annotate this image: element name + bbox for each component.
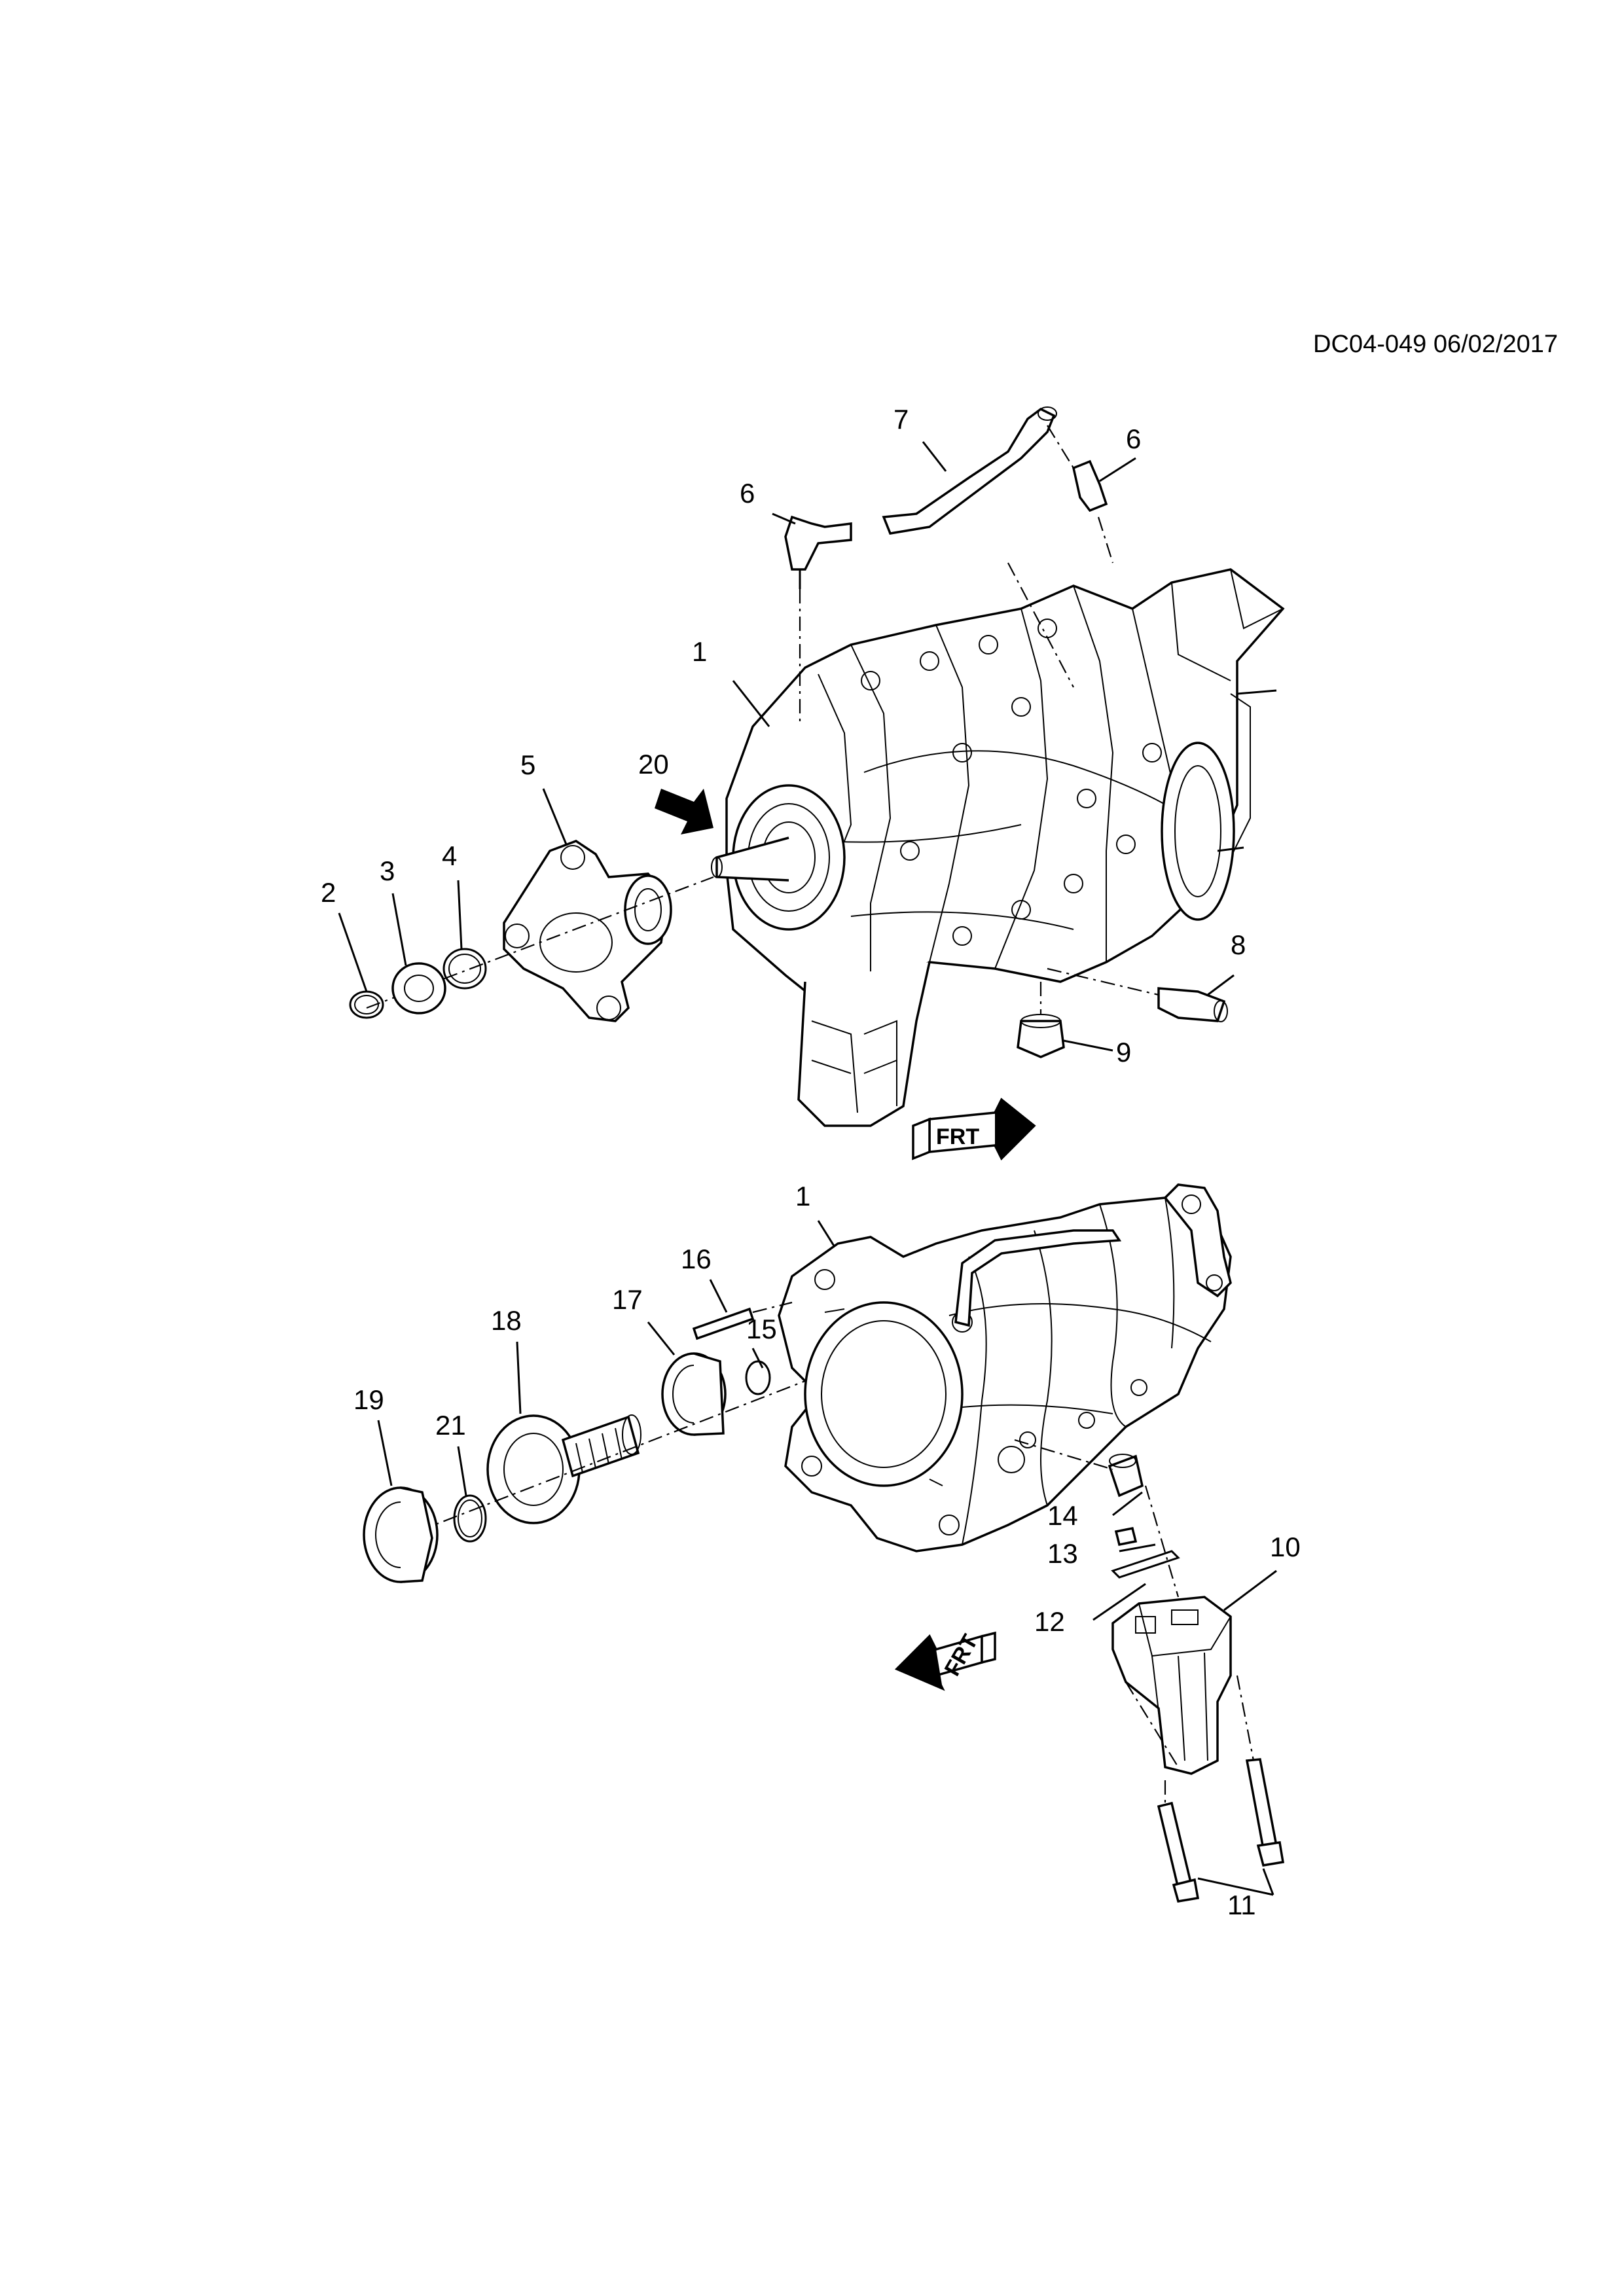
callout-4: 4: [442, 840, 457, 871]
stud-16: [692, 1301, 793, 1340]
o-ring-21: [453, 1494, 487, 1543]
snap-ring-2: [349, 990, 384, 1019]
callout-8: 8: [1231, 929, 1246, 960]
callout-21: 21: [435, 1410, 466, 1441]
callout-leaders: [338, 441, 1277, 1896]
callout-9: 9: [1116, 1037, 1131, 1067]
callout-12: 12: [1034, 1606, 1065, 1637]
drain-plug-upper: [1017, 982, 1065, 1058]
front-direction-marker-upper: FRT: [912, 1098, 1036, 1160]
view-arrow-20: [655, 789, 713, 834]
speed-sensor: [1047, 967, 1228, 1022]
breather-hose: [882, 406, 1057, 535]
callout-13: 13: [1047, 1538, 1078, 1569]
upper-transfer-case-assembly: FRT: [349, 406, 1285, 1160]
callout-19: 19: [353, 1384, 384, 1415]
callout-6-right: 6: [1126, 423, 1141, 454]
hose-connector-right: [1007, 425, 1114, 688]
o-ring-4: [442, 948, 487, 990]
shift-motor-actuator-10: [1111, 1485, 1232, 1775]
coupling-flange: [503, 840, 672, 1022]
oil-seal-17: [661, 1352, 727, 1436]
oil-seal-19: [363, 1486, 439, 1583]
callout-15: 15: [746, 1314, 777, 1344]
callout-2: 2: [321, 877, 336, 908]
transfer-case-housing-lower: [778, 1183, 1232, 1552]
callout-5: 5: [520, 749, 535, 780]
document-reference: DC04-049 06/02/2017: [1313, 331, 1558, 358]
front-direction-marker-lower: FRT: [894, 1630, 996, 1691]
frt-label-upper: FRT: [936, 1124, 979, 1149]
callout-numbers: 1 2 3 4 5 6 6 7 8 9 20 1 10 11 12 13 14 …: [321, 404, 1301, 1920]
output-shaft-18: [486, 1414, 641, 1524]
washer-3: [391, 962, 446, 1014]
hose-connector-left: [784, 515, 852, 726]
callout-7: 7: [893, 404, 909, 435]
callout-10: 10: [1270, 1532, 1301, 1562]
bolts-11: [1157, 1675, 1285, 1903]
callout-18: 18: [491, 1305, 522, 1336]
lower-transfer-case-assembly: FRT: [363, 1183, 1285, 1903]
snap-ring-15: [745, 1360, 771, 1395]
callout-1-lower: 1: [795, 1181, 810, 1211]
callout-1-upper: 1: [692, 636, 707, 667]
callout-6-left: 6: [740, 478, 755, 509]
callout-11: 11: [1227, 1890, 1256, 1920]
gasket-12: [1111, 1550, 1180, 1579]
callout-17: 17: [612, 1284, 643, 1315]
callout-20: 20: [638, 749, 669, 780]
callout-16: 16: [681, 1244, 712, 1274]
transfer-case-housing-upper: [711, 568, 1285, 1127]
pin-13: [1114, 1526, 1138, 1547]
plug-14: [1014, 1439, 1144, 1498]
callout-3: 3: [380, 855, 395, 886]
callout-14: 14: [1047, 1500, 1078, 1531]
